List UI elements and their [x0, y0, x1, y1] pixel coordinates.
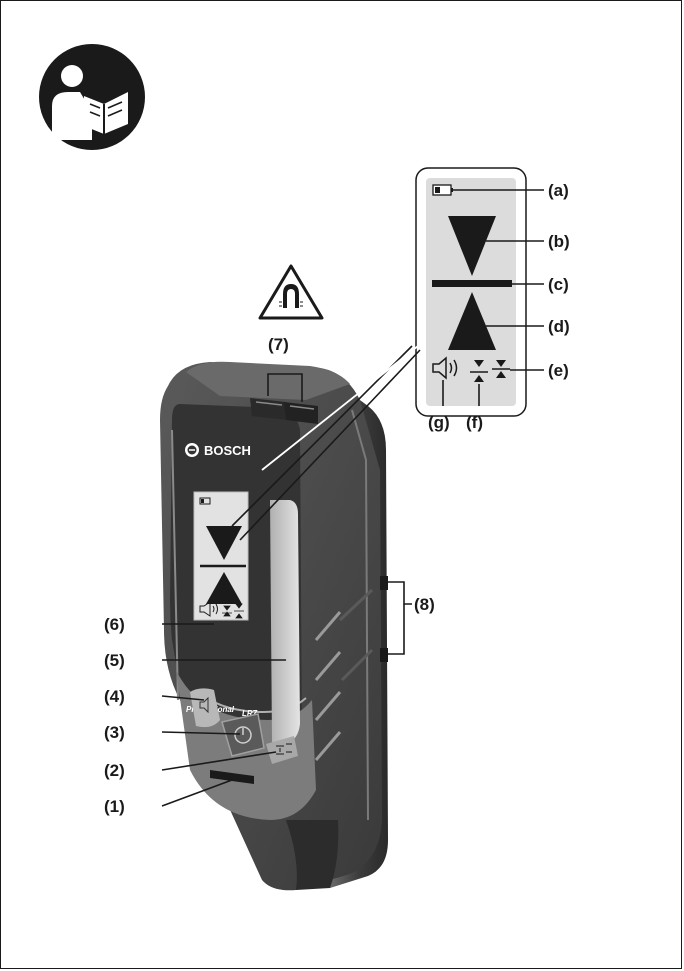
read-manual-icon	[39, 44, 145, 150]
magnet-warning-icon	[258, 264, 324, 320]
callout-7: (7)	[268, 335, 289, 354]
callout-g: (g)	[428, 413, 450, 432]
accuracy-button[interactable]	[266, 736, 298, 764]
callout-3: (3)	[104, 723, 125, 742]
callout-b: (b)	[548, 232, 570, 251]
center-mark	[432, 280, 512, 287]
device-display	[193, 491, 249, 621]
callout-a: (a)	[548, 181, 569, 200]
callout-1: (1)	[104, 797, 125, 816]
brand-text: BOSCH	[204, 443, 251, 458]
callout-2: (2)	[104, 761, 125, 780]
marking-notches	[380, 576, 388, 662]
accuracy-medium-icon	[470, 360, 488, 382]
accuracy-fine-icon	[492, 360, 510, 378]
receiving-window	[270, 500, 300, 742]
callout-f: (f)	[466, 413, 483, 432]
battery-icon	[432, 184, 453, 196]
signal-tone-button[interactable]	[190, 688, 220, 728]
callout-6: (6)	[104, 615, 125, 634]
model-number: LR7	[242, 709, 258, 718]
magnet-right	[284, 402, 318, 424]
power-button[interactable]	[221, 713, 265, 757]
zoom-lines	[231, 345, 421, 541]
speaker-icon	[432, 356, 458, 380]
direction-down-indicator	[448, 216, 496, 276]
callout-d: (d)	[548, 317, 570, 336]
callout-c: (c)	[548, 275, 569, 294]
callout-4: (4)	[104, 687, 125, 706]
bosch-logo	[185, 443, 199, 457]
callout-8: (8)	[414, 595, 435, 614]
display-leaders	[442, 189, 544, 406]
direction-up-indicator	[448, 292, 496, 350]
device-leaders	[161, 373, 412, 807]
laser-receiver: BOSCH Professional LR7	[160, 361, 388, 891]
callout-e: (e)	[548, 361, 569, 380]
callout-5: (5)	[104, 651, 125, 670]
magnet-left	[250, 398, 288, 420]
display-detail	[415, 167, 527, 417]
